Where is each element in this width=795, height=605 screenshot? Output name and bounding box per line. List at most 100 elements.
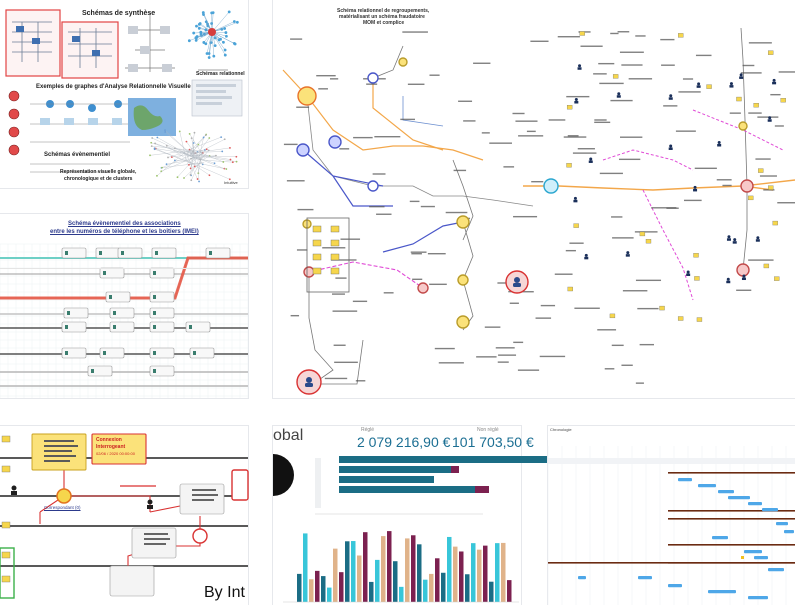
event-box bbox=[117, 247, 143, 259]
gantt-bar bbox=[712, 536, 728, 540]
label-bar bbox=[335, 277, 347, 279]
label-bar bbox=[473, 62, 491, 64]
label-bar bbox=[742, 64, 755, 67]
label-bar bbox=[610, 32, 619, 35]
gallery-tile-dashboard[interactable]: obal Réglé 2 079 216,90 € Non réglé 101 … bbox=[273, 426, 579, 605]
label-bar bbox=[634, 231, 658, 233]
gantt-bar bbox=[638, 576, 652, 580]
small-icon bbox=[694, 276, 700, 281]
person-mini bbox=[626, 251, 630, 255]
event-marker bbox=[65, 325, 68, 329]
person-mini bbox=[584, 253, 588, 257]
gantt-bar bbox=[748, 502, 762, 506]
small-icon bbox=[772, 220, 778, 226]
event-schema-title-line1: Schéma évènementiel des associations bbox=[68, 221, 181, 227]
event-marker bbox=[91, 369, 94, 373]
schema-link bbox=[602, 149, 694, 171]
cluster-node bbox=[165, 163, 168, 166]
network-node bbox=[213, 44, 217, 47]
person-mini bbox=[739, 73, 743, 77]
label-bar bbox=[639, 343, 654, 346]
label-bar bbox=[621, 64, 643, 66]
label-bar bbox=[663, 105, 678, 107]
label-bar bbox=[539, 355, 566, 358]
gantt-bar bbox=[698, 484, 716, 488]
vbar bbox=[447, 536, 452, 602]
person-mini bbox=[729, 82, 733, 86]
schema-node bbox=[740, 179, 754, 193]
label-bar bbox=[429, 283, 447, 286]
vbar bbox=[387, 531, 392, 602]
connection-box-line1: Connexion bbox=[96, 437, 122, 443]
gallery-tile-synthesis[interactable]: Schémas de synthèse Schémas relationnel … bbox=[0, 0, 248, 188]
event-marker bbox=[99, 251, 102, 255]
vbar bbox=[321, 576, 326, 602]
schema-node bbox=[297, 86, 317, 106]
label-bar bbox=[429, 74, 440, 76]
gantt-bar bbox=[776, 522, 788, 526]
vbar bbox=[381, 536, 386, 602]
gantt-bar bbox=[578, 576, 586, 580]
gallery-tile-relational-schema[interactable]: Schéma relationnel de regroupements, mat… bbox=[273, 0, 795, 398]
cluster-node bbox=[161, 166, 163, 169]
gantt-bar bbox=[744, 550, 762, 554]
label-bar bbox=[290, 38, 303, 40]
network-node bbox=[212, 54, 216, 58]
gantt-bar bbox=[754, 556, 768, 560]
label-bar bbox=[334, 361, 358, 364]
schema-link bbox=[313, 339, 364, 385]
hbar bbox=[339, 476, 434, 483]
label-bar bbox=[509, 302, 519, 304]
network-node bbox=[235, 20, 239, 24]
cluster-node bbox=[204, 149, 206, 151]
small-icon bbox=[763, 263, 770, 269]
label-bar bbox=[622, 290, 648, 292]
event-marker bbox=[103, 351, 106, 355]
network-node bbox=[204, 28, 208, 32]
label-bar bbox=[339, 148, 350, 150]
event-box bbox=[185, 321, 211, 333]
small-icon bbox=[567, 286, 573, 292]
label-bar bbox=[757, 116, 779, 118]
label-bar bbox=[517, 369, 540, 371]
group-item bbox=[330, 267, 340, 275]
person-mini-body bbox=[616, 95, 621, 98]
gallery-tile-connection-schema[interactable]: Connexion Interrogeant 02/06 / 2020 00:0… bbox=[0, 426, 249, 605]
person-mini bbox=[726, 277, 730, 281]
gallery-tile-gantt[interactable]: Chronologie bbox=[547, 426, 795, 605]
label-bar bbox=[678, 91, 701, 93]
person-mini-body bbox=[726, 238, 731, 241]
brand-mark: Intuitive bbox=[224, 180, 238, 185]
schema-link bbox=[642, 189, 694, 301]
cluster-node bbox=[225, 168, 228, 170]
label-bar bbox=[374, 136, 401, 138]
event-box bbox=[105, 291, 131, 303]
relational-title-line3: MOM et complice bbox=[363, 20, 405, 26]
cluster-node bbox=[188, 163, 190, 166]
label-bar bbox=[620, 136, 643, 138]
network-node bbox=[195, 24, 198, 28]
synthesis-title: Schémas de synthèse bbox=[82, 10, 156, 17]
event-marker bbox=[155, 251, 158, 255]
group-item bbox=[330, 253, 340, 261]
gantt-bar bbox=[748, 596, 768, 600]
vbar bbox=[351, 541, 356, 602]
event-schema-graphic bbox=[0, 214, 249, 398]
group-item bbox=[312, 267, 322, 275]
cluster-node bbox=[156, 136, 159, 139]
schema-link bbox=[452, 159, 474, 241]
small-icon bbox=[706, 84, 712, 89]
gantt-bar bbox=[678, 478, 692, 482]
event-box bbox=[61, 347, 87, 359]
person-mini bbox=[669, 144, 673, 148]
label-bar bbox=[580, 45, 603, 47]
label-bar bbox=[333, 344, 346, 346]
label-bar bbox=[770, 93, 781, 96]
small-icon bbox=[736, 96, 742, 102]
event-marker bbox=[67, 311, 70, 315]
label-bar bbox=[577, 148, 595, 150]
red-node bbox=[8, 144, 20, 156]
person-icon bbox=[306, 377, 312, 383]
gallery-tile-event-schema[interactable]: Schéma évènementiel des associations ent… bbox=[0, 214, 249, 398]
small-icon bbox=[758, 168, 764, 173]
